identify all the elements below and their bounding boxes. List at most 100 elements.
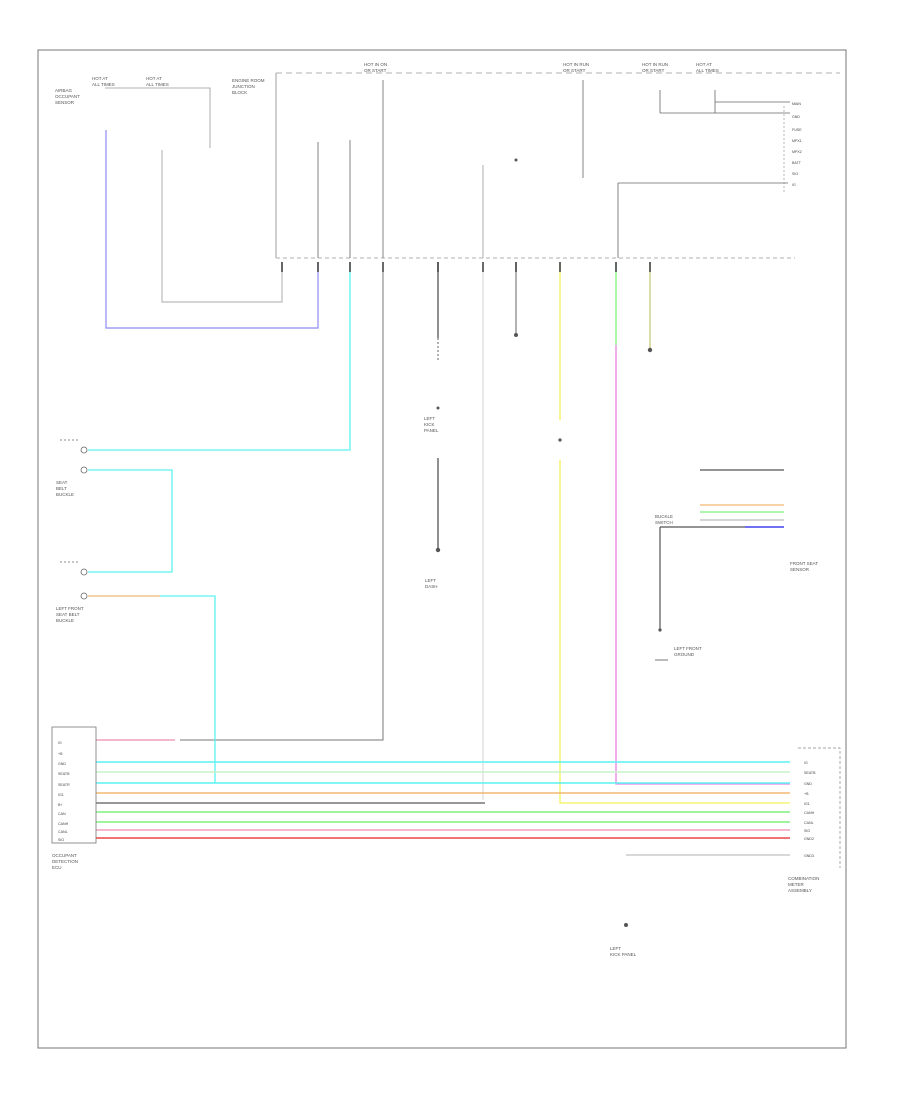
svg-text:CANL: CANL (804, 821, 814, 825)
fuse-top-4-line-2: OR START (563, 68, 586, 73)
svg-text:CANL: CANL (58, 830, 68, 834)
svg-text:MPX1: MPX1 (792, 139, 802, 143)
fuse-top-2-line-1: HOT AT (146, 76, 162, 81)
svg-text:BELT: BELT (56, 486, 67, 491)
right-bottom-label-line-3: ASSEMBLY (788, 888, 812, 893)
svg-text:BUCKLE: BUCKLE (56, 618, 74, 623)
ground-symbols (435, 158, 662, 927)
main-wires (88, 262, 790, 804)
svg-text:SWITCH: SWITCH (655, 520, 673, 525)
left-module-label-line-2: DETECTION (52, 859, 78, 864)
text-labels: AIRBAG OCCUPANT SENSOR ENGINE ROOM JUNCT… (52, 62, 819, 957)
svg-text:KICK: KICK (424, 422, 435, 427)
left-module-pin-6: IG1 (58, 793, 64, 797)
svg-text:MPX2: MPX2 (792, 150, 802, 154)
svg-text:ALL TIMES: ALL TIMES (146, 82, 169, 87)
bus-connectors (281, 262, 651, 272)
buckle-switch-line-2: SWITCH (655, 520, 673, 525)
svg-text:OR START: OR START (364, 68, 387, 73)
svg-text:ENGINE ROOM: ENGINE ROOM (232, 78, 265, 83)
svg-text:GND2: GND2 (804, 837, 814, 841)
ground-bottom-symbol (624, 923, 628, 927)
right-bottom-pin-3: GND (804, 782, 812, 786)
left-module-pin-8: CAN (58, 812, 66, 816)
svg-text:CANH: CANH (804, 811, 815, 815)
seat-belt-1-pin-a (80, 446, 88, 454)
splice-1 (558, 438, 562, 442)
right-connector-pin-3: FUSE (792, 128, 802, 132)
seat-belt-2-line-2: SEAT BELT (56, 612, 80, 617)
svg-text:LEFT: LEFT (425, 578, 436, 583)
seat-belt-connectors (60, 439, 88, 600)
left-bottom-module-box (51, 726, 97, 844)
left-module-label-line-3: ECU (52, 865, 62, 870)
svg-text:GROUND: GROUND (674, 652, 695, 657)
svg-text:LEFT FRONT: LEFT FRONT (674, 646, 702, 651)
ground-mid-1-line-2: KICK (424, 422, 435, 427)
left-module-pin-2: +B (58, 752, 63, 756)
left-front-ground-line-2: GROUND (674, 652, 695, 657)
svg-text:COMBINATION: COMBINATION (788, 876, 819, 881)
top-left-wires (105, 130, 319, 329)
left-module-pin-4: SEATB (58, 772, 70, 776)
ground-bottom-line-2: KICK PANEL (610, 952, 637, 957)
svg-text:OCCUPANT: OCCUPANT (55, 94, 80, 99)
svg-text:CANH: CANH (58, 822, 69, 826)
svg-text:SENSOR: SENSOR (790, 567, 810, 572)
left-module-pin-11: SIG (58, 838, 64, 842)
left-front-ground-line-1: LEFT FRONT (674, 646, 702, 651)
fuse-top-3-line-2: OR START (364, 68, 387, 73)
svg-text:GND: GND (792, 115, 800, 119)
top-left-module-line-1: AIRBAG (55, 88, 73, 93)
svg-text:HOT AT: HOT AT (92, 76, 108, 81)
svg-text:SEATR: SEATR (58, 783, 70, 787)
svg-text:GND: GND (804, 782, 812, 786)
svg-text:GND3: GND3 (804, 854, 814, 858)
right-module-line-2: SENSOR (790, 567, 810, 572)
right-bottom-label-line-2: METER (788, 882, 805, 887)
svg-text:METER: METER (788, 882, 805, 887)
fuse-top-6-line-1: HOT AT (696, 62, 712, 67)
svg-text:PANEL: PANEL (424, 428, 439, 433)
seat-belt-2-line-1: LEFT FRONT (56, 606, 84, 611)
splice-2 (436, 406, 440, 410)
svg-text:HOT IN RUN: HOT IN RUN (563, 62, 589, 67)
right-mid-connector (655, 469, 784, 661)
svg-text:LEFT FRONT: LEFT FRONT (56, 606, 84, 611)
svg-text:ALL TIMES: ALL TIMES (92, 82, 115, 87)
svg-text:HOT IN ON: HOT IN ON (364, 62, 387, 67)
svg-text:+B: +B (804, 792, 809, 796)
right-connector-pin-1: MAIN (792, 102, 801, 106)
svg-text:DASH: DASH (425, 584, 438, 589)
left-module-label-line-1: OCCUPANT (52, 853, 77, 858)
svg-text:OR START: OR START (642, 68, 665, 73)
junction-block-line-2: JUNCTION (232, 84, 255, 89)
right-connector-pin-2: GND (792, 115, 800, 119)
right-bottom-connector (798, 747, 841, 868)
seat-belt-2-pin-a (80, 568, 88, 576)
ground-mid-1-line-3: PANEL (424, 428, 439, 433)
left-module-pin-1: IG (58, 741, 62, 745)
left-module-pin-3: GND (58, 762, 66, 766)
top-left-module-line-2: OCCUPANT (55, 94, 80, 99)
junction-block-line-3: BLOCK (232, 90, 247, 95)
top-section (105, 72, 840, 259)
svg-text:ECU: ECU (52, 865, 62, 870)
seat-belt-wires (88, 469, 216, 783)
svg-text:OR START: OR START (563, 68, 586, 73)
right-bottom-pin-7: CANL (804, 821, 814, 825)
right-connector-pin-8: IG (792, 183, 796, 187)
svg-text:SEATB: SEATB (58, 772, 70, 776)
left-module-pin-10: CANL (58, 830, 68, 834)
left-module-pin-9: CANH (58, 822, 69, 826)
svg-text:IG: IG (792, 183, 796, 187)
fuse-top-5-line-2: OR START (642, 68, 665, 73)
svg-text:SIG: SIG (792, 172, 798, 176)
svg-text:LEFT: LEFT (610, 946, 621, 951)
svg-text:BLOCK: BLOCK (232, 90, 247, 95)
fuse-top-6-line-2: ALL TIMES (696, 68, 719, 73)
left-module-pin-5: SEATR (58, 783, 70, 787)
seat-belt-2-pin-b (80, 592, 88, 600)
svg-text:ASSEMBLY: ASSEMBLY (788, 888, 812, 893)
